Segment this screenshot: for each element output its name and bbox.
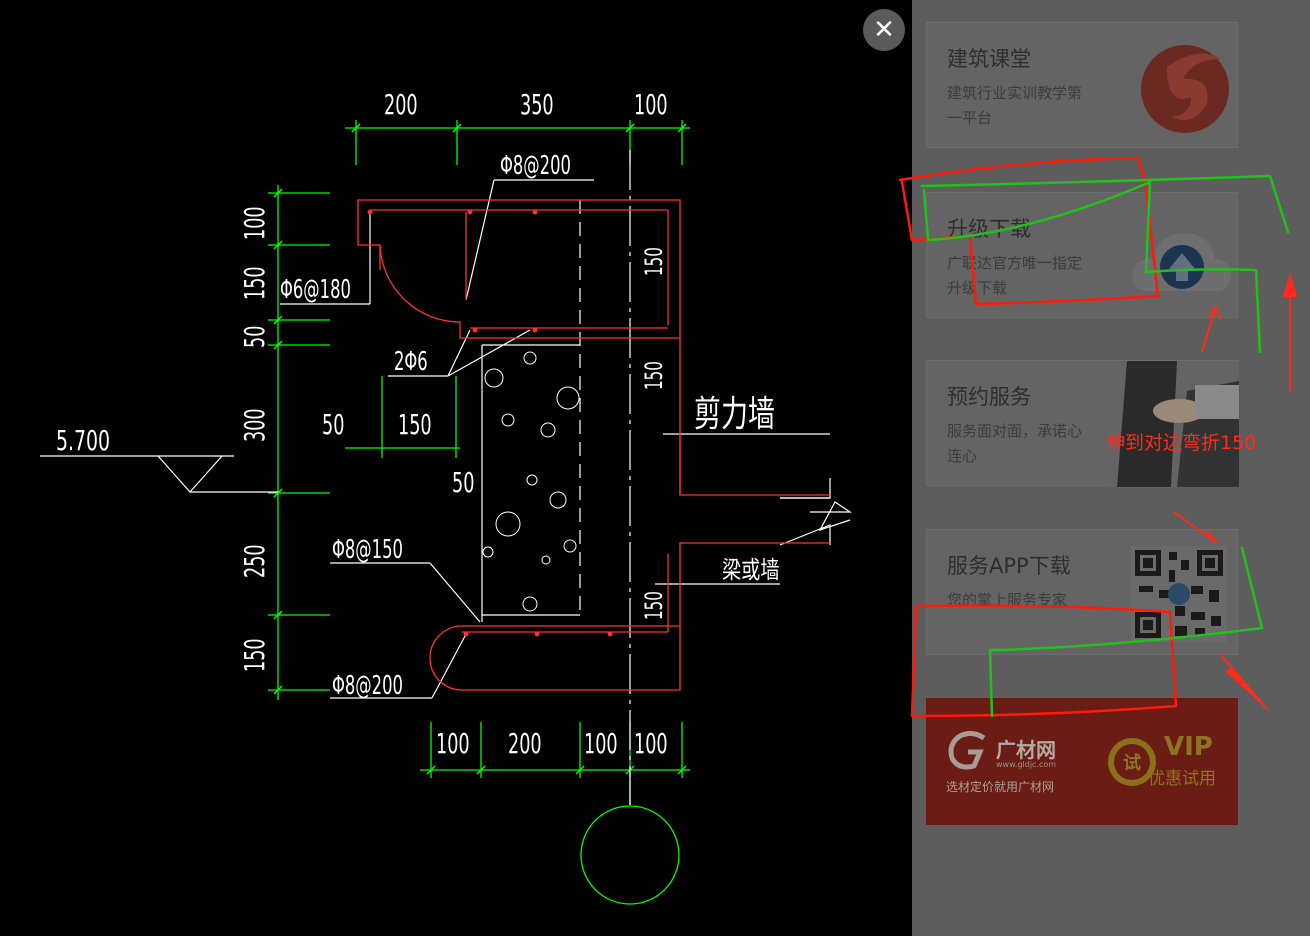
shear-wall-label: 剪力墙 (694, 392, 775, 435)
card-title: 升级下载 (947, 217, 1031, 241)
card-title: 服务APP下载 (947, 554, 1071, 578)
phoenix-logo-icon (1141, 45, 1229, 133)
dim-right-1: 150 (640, 247, 668, 276)
cad-drawing: 200 350 100 100 200 100 100 100 150 50 3… (40, 89, 852, 905)
gldjc-logo-icon (948, 730, 986, 770)
card-appointment-service[interactable]: 预约服务 服务面对面，承诺心连心 (926, 360, 1239, 487)
dim-right-3: 150 (640, 591, 668, 620)
card-subtitle: 广联达官方唯一指定升级下载 (947, 254, 1083, 297)
rebar-label-mid: Φ8@150 (332, 535, 403, 565)
rebar-label-hook: Φ6@180 (280, 275, 351, 305)
dim-inner-1: 50 (322, 409, 344, 441)
card-title: 建筑课堂 (947, 47, 1031, 71)
close-icon: ✕ (873, 15, 895, 45)
dim-right-2: 150 (640, 361, 668, 390)
promo-url: www.gldjc.com (996, 760, 1057, 769)
rebar-outline (357, 199, 830, 691)
dimension-lines (268, 120, 690, 905)
trial-badge: 试 (1108, 738, 1156, 786)
rebar-label-2phi6: 2Φ6 (394, 347, 428, 377)
dim-top-1: 200 (384, 89, 418, 121)
trial-badge-label: 试 (1123, 753, 1141, 774)
card-subtitle: 服务面对面，承诺心连心 (947, 422, 1083, 465)
dim-bottom-2: 200 (508, 728, 542, 760)
dim-bottom-3: 100 (584, 728, 618, 760)
cloud-upload-icon (1132, 233, 1232, 291)
dim-top-3: 100 (634, 89, 668, 121)
dim-bottom-4: 100 (634, 728, 668, 760)
promo-banner[interactable]: 广材网 www.gldjc.com 选材定价就用广材网 试 VIP 优惠试用 (926, 698, 1238, 825)
sidebar: 建筑课堂 建筑行业实训教学第一平台 升级下载 广联达官方唯一指定升级下载 预约服… (912, 0, 1310, 936)
dim-left-1: 100 (239, 206, 271, 240)
dim-left-2: 150 (239, 266, 271, 300)
annotation-note: 伸到对边弯折150 (1106, 432, 1257, 454)
promo-brand: 广材网 (996, 738, 1056, 762)
card-upgrade-download[interactable]: 升级下载 广联达官方唯一指定升级下载 (926, 192, 1238, 318)
dim-inner-3: 50 (452, 467, 474, 499)
card-subtitle: 您的掌上服务专家 (947, 591, 1068, 609)
qr-code-icon (1131, 546, 1227, 642)
rebar-dots (367, 209, 613, 637)
wall-outline (40, 150, 852, 805)
beam-or-wall-label: 梁或墙 (722, 557, 780, 585)
card-building-class[interactable]: 建筑课堂 建筑行业实训教学第一平台 (926, 22, 1238, 148)
cad-labels: 200 350 100 100 200 100 100 100 150 50 3… (56, 89, 780, 760)
dim-left-4: 300 (239, 408, 271, 442)
promo-slogan: 选材定价就用广材网 (946, 780, 1055, 794)
dimension-ticks (273, 123, 687, 775)
rebar-label-top: Φ8@200 (500, 151, 571, 181)
dim-bottom-1: 100 (436, 728, 470, 760)
card-title: 预约服务 (947, 385, 1031, 409)
elevation-label: 5.700 (56, 424, 110, 457)
image-viewer: 200 350 100 100 200 100 100 100 150 50 3… (0, 0, 912, 936)
concrete-hatch (482, 351, 580, 612)
dim-top-2: 350 (520, 89, 554, 121)
dim-left-6: 150 (239, 638, 271, 672)
promo-trial: 优惠试用 (1148, 769, 1216, 789)
handshake-photo (1107, 361, 1239, 487)
card-subtitle: 建筑行业实训教学第一平台 (947, 84, 1083, 127)
dim-inner-2: 150 (398, 409, 432, 441)
close-button[interactable]: ✕ (863, 9, 905, 51)
dim-left-5: 250 (239, 544, 271, 578)
card-app-download[interactable]: 服务APP下载 您的掌上服务专家 (926, 529, 1238, 655)
rebar-label-bottom: Φ8@200 (332, 671, 403, 701)
dim-left-3: 50 (239, 326, 271, 348)
promo-vip: VIP (1164, 732, 1213, 762)
